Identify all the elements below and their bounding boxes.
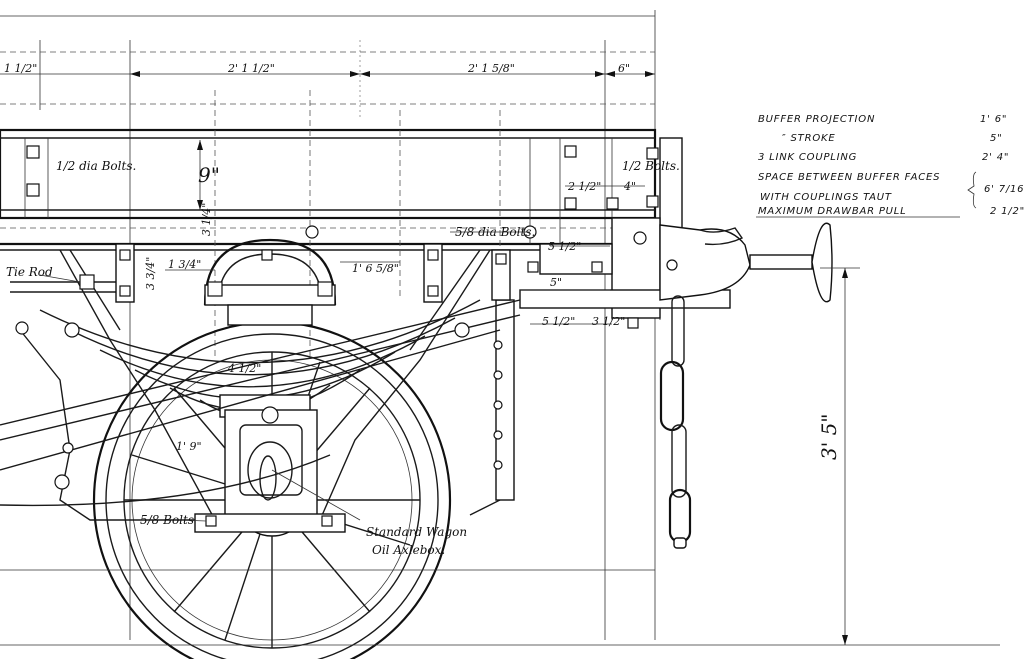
top-dimension-line <box>0 10 656 640</box>
spec-label-drawbar: MAXIMUM DRAWBAR PULL <box>758 206 907 217</box>
tie-rods <box>0 281 521 507</box>
headstock <box>519 137 731 319</box>
dim-4: 4" <box>623 180 636 193</box>
dim-top-3: 2' 1 5/8" <box>467 62 515 75</box>
note-dia-bolts-left: 1/2 dia Bolts. <box>56 159 136 173</box>
spec-label-buffer-projection: BUFFER PROJECTION <box>758 114 875 125</box>
dim-3-1-4: 3 1/4" <box>200 203 213 236</box>
spring-buckle <box>203 238 337 326</box>
dim-height-9: 9" <box>198 163 220 187</box>
note-dia-bolts-mid: 5/8 dia Bolts. <box>455 225 535 239</box>
coupling-chain <box>659 295 692 549</box>
spec-label-stroke: ″ STROKE <box>782 133 835 144</box>
spec-value-drawbar: 2 1/2" <box>990 206 1024 217</box>
dim-5-1-2-upper: 5 1/2" <box>548 240 581 253</box>
note-axlebox-line2: Oil Axlebox. <box>372 543 445 557</box>
dim-1-3-4: 1 3/4" <box>168 258 201 271</box>
dimension-lines <box>0 140 1000 646</box>
note-bolts-lower: 5/8 Bolts <box>140 513 194 527</box>
spec-value-coupling: 2' 4" <box>982 152 1009 163</box>
dim-top-1: 1 1/2" <box>4 62 37 75</box>
dim-3-1-2: 3 1/2" <box>592 315 625 328</box>
spec-label-coupling: 3 LINK COUPLING <box>758 152 857 163</box>
note-axlebox-line1: Standard Wagon <box>366 525 467 539</box>
dim-4-1-2: 4 1/2" <box>227 362 261 375</box>
spec-value-buffer-faces: 6' 7/16" <box>984 184 1024 195</box>
dim-1-9: 1' 9" <box>176 440 202 453</box>
dim-3-3-4: 3 3/4" <box>144 257 157 290</box>
spec-label-taut: WITH COUPLINGS TAUT <box>760 192 892 203</box>
dim-height-3-5: 3' 5" <box>817 413 841 460</box>
buffer <box>659 222 833 303</box>
dim-top-4: 6" <box>618 62 630 75</box>
dim-5-1-2-lower: 5 1/2" <box>542 315 575 328</box>
note-bolts-right: 1/2 Bolts. <box>622 159 680 173</box>
note-tie-rod: Tie Rod <box>6 265 53 279</box>
axlebox <box>194 406 346 533</box>
dim-1-6-5-8: 1' 6 5/8" <box>352 262 399 275</box>
spec-label-space: SPACE BETWEEN BUFFER FACES <box>758 172 940 183</box>
bolts <box>15 145 659 527</box>
dim-5: 5" <box>550 276 562 289</box>
spec-value-buffer-projection: 1' 6" <box>980 114 1007 125</box>
spec-value-stroke: 5" <box>990 133 1003 144</box>
dim-top-2: 2' 1 1/2" <box>227 62 275 75</box>
leaders <box>39 231 530 522</box>
spec-table: BUFFER PROJECTION 1' 6" ″ STROKE 5" 3 LI… <box>756 114 1024 218</box>
dim-2-1-2: 2 1/2" <box>567 180 601 193</box>
